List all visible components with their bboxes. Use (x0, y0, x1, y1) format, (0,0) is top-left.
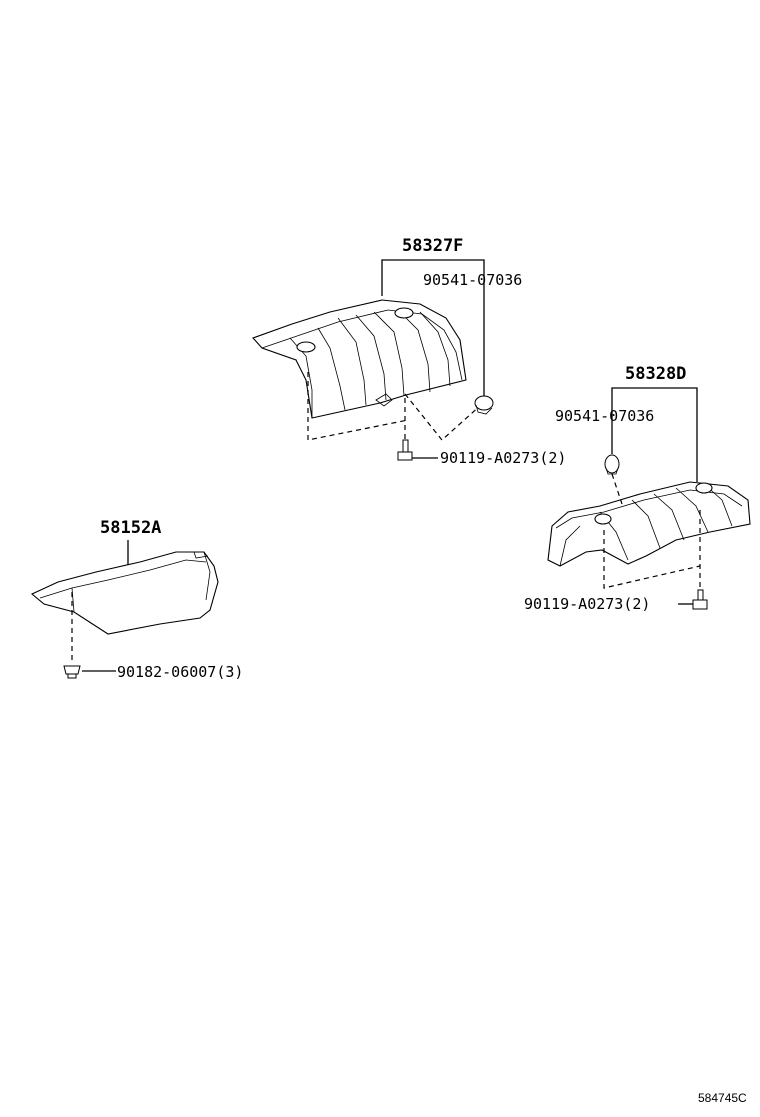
label-90119-A0273-rear: 90119-A0273(2) (524, 595, 650, 613)
label-58328D: 58328D (625, 364, 686, 384)
label-58327F: 58327F (402, 236, 463, 256)
upper-dash-clip (404, 393, 483, 441)
rear-bolt-fastener (692, 589, 708, 610)
rear-clip-fastener (604, 454, 620, 475)
rear-heat-shield (547, 481, 751, 567)
upper-shield-bracket (381, 259, 485, 398)
label-58152A: 58152A (100, 518, 161, 538)
label-90541-07036-upper: 90541-07036 (423, 271, 522, 289)
upper-shield-group: 58327F 90541-07036 (252, 236, 566, 467)
diagram-reference-code: 584745C (698, 1091, 747, 1105)
label-90541-07036-rear: 90541-07036 (555, 407, 654, 425)
label-90119-A0273-upper: 90119-A0273(2) (440, 449, 566, 467)
upper-clip-fastener (474, 395, 494, 415)
front-heat-shield (30, 551, 219, 635)
upper-heat-shield (252, 299, 467, 419)
upper-bolt-fastener (397, 439, 413, 461)
rear-shield-bracket (611, 387, 698, 482)
label-90182-06007: 90182-06007(3) (117, 663, 243, 681)
upper-dash-left (307, 372, 409, 441)
front-clip-fastener (63, 665, 81, 679)
rear-shield-group: 58328D 90541-07036 (524, 364, 751, 613)
front-shield-group: 58152A 90182-06007(3) (30, 518, 243, 681)
rear-dash-left (603, 530, 701, 589)
